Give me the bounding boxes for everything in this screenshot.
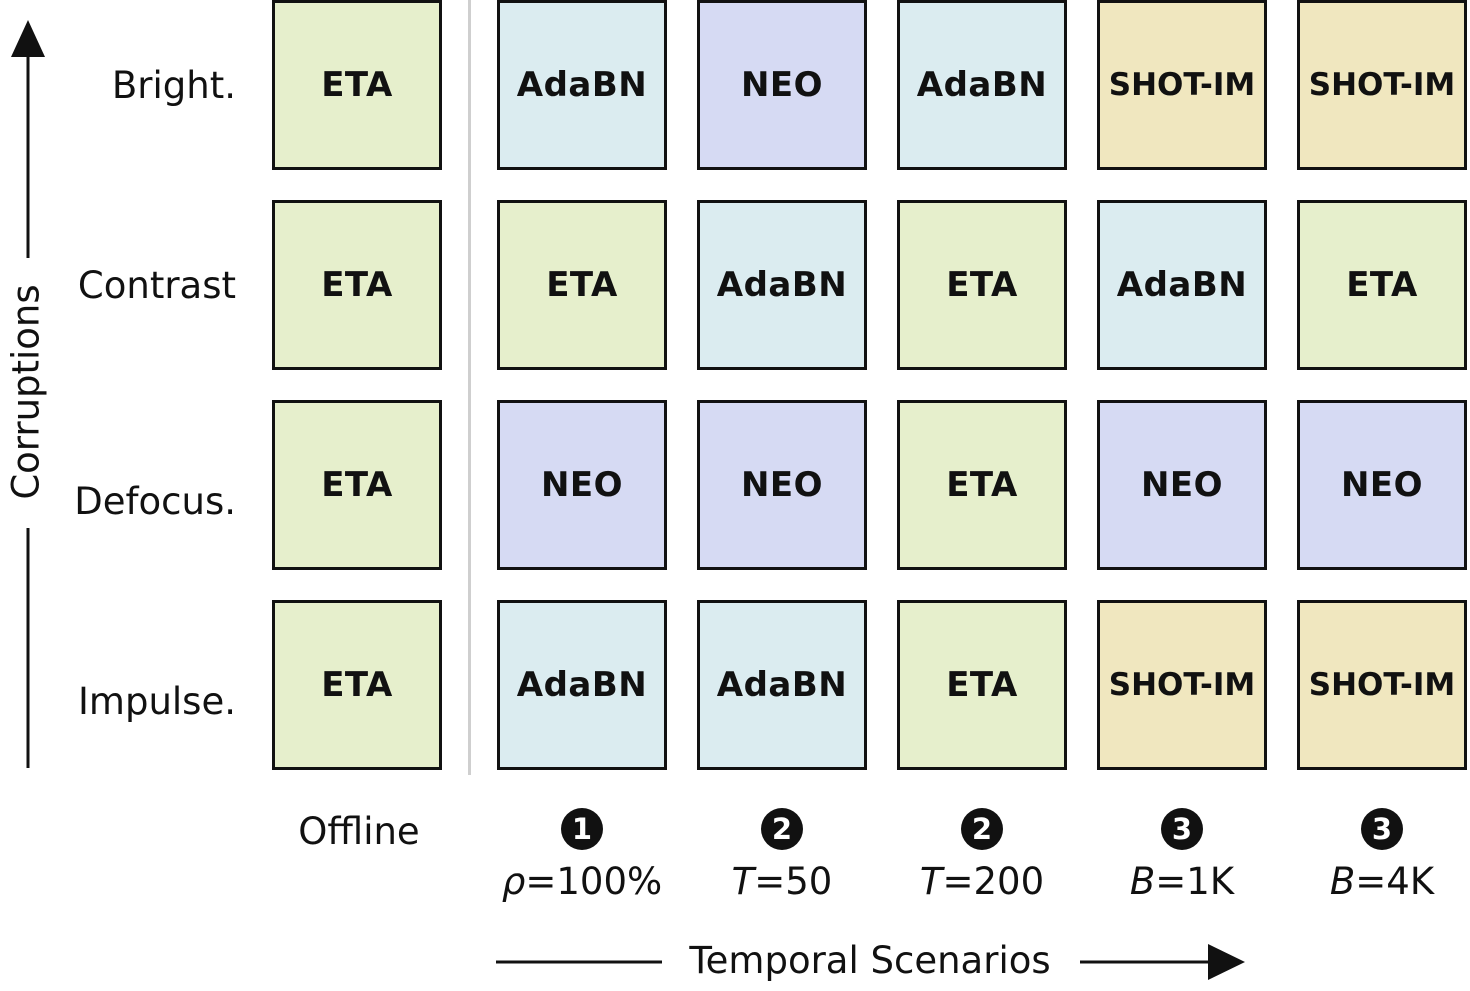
method-label: AdaBN [1116, 265, 1248, 305]
method-label: AdaBN [516, 65, 648, 105]
scenario-badge: 3 [1161, 808, 1203, 850]
method-cell: AdaBN [497, 0, 667, 170]
method-label: ETA [321, 465, 393, 505]
parameter-variable: ρ [501, 860, 526, 903]
method-label: ETA [1346, 265, 1418, 305]
scenario-badge: 2 [961, 808, 1003, 850]
method-label: AdaBN [716, 265, 848, 305]
scenario-parameter: T=50 [682, 860, 882, 904]
parameter-value: =200 [942, 860, 1045, 903]
scenario-parameter: ρ=100% [482, 860, 682, 904]
method-cell: ETA [272, 0, 442, 170]
method-label: NEO [740, 65, 824, 105]
method-cell: SHOT-IM [1097, 600, 1267, 770]
method-label: SHOT-IM [1308, 67, 1456, 103]
parameter-value: =1K [1155, 860, 1235, 903]
method-cell: ETA [272, 400, 442, 570]
offline-column-label: Offline [298, 810, 420, 853]
method-label: ETA [946, 265, 1018, 305]
y-axis-title: Corruptions [4, 284, 48, 500]
method-label: ETA [321, 265, 393, 305]
method-cell: AdaBN [697, 600, 867, 770]
method-label: SHOT-IM [1108, 667, 1256, 703]
method-cell: SHOT-IM [1097, 0, 1267, 170]
method-cell: NEO [697, 400, 867, 570]
method-cell: ETA [272, 600, 442, 770]
row-label: Bright. [111, 64, 236, 107]
row-label: Defocus. [74, 480, 236, 523]
method-cell: NEO [497, 400, 667, 570]
method-label: AdaBN [916, 65, 1048, 105]
parameter-variable: B [1329, 860, 1356, 903]
method-label: NEO [1140, 465, 1224, 505]
offline-divider [468, 0, 471, 775]
method-cell: AdaBN [497, 600, 667, 770]
method-cell: AdaBN [897, 0, 1067, 170]
method-label: NEO [540, 465, 624, 505]
method-cell: NEO [697, 0, 867, 170]
method-cell: ETA [1297, 200, 1467, 370]
parameter-value: =4K [1355, 860, 1435, 903]
parameter-variable: T [919, 860, 943, 903]
method-cell: SHOT-IM [1297, 600, 1467, 770]
method-cell: AdaBN [1097, 200, 1267, 370]
method-label: ETA [946, 465, 1018, 505]
method-label: ETA [321, 65, 393, 105]
method-cell: ETA [497, 200, 667, 370]
method-label: SHOT-IM [1308, 667, 1456, 703]
scenario-badge-glyph: 3 [1171, 812, 1193, 846]
parameter-value: =100% [525, 860, 663, 903]
method-cell: AdaBN [697, 200, 867, 370]
method-cell: ETA [897, 400, 1067, 570]
method-label: ETA [321, 665, 393, 705]
scenario-badge-glyph: 3 [1371, 812, 1393, 846]
method-label: AdaBN [716, 665, 848, 705]
method-cell: NEO [1097, 400, 1267, 570]
row-label: Contrast [77, 264, 236, 307]
scenario-parameter: T=200 [882, 860, 1082, 904]
method-label: NEO [1340, 465, 1424, 505]
method-label: ETA [946, 665, 1018, 705]
scenario-badge-glyph: 1 [571, 812, 593, 846]
scenario-parameter: B=1K [1082, 860, 1282, 904]
scenario-badge-glyph: 2 [971, 812, 993, 846]
method-cell: ETA [272, 200, 442, 370]
scenario-badge: 1 [561, 808, 603, 850]
parameter-variable: T [731, 860, 755, 903]
scenario-parameter: B=4K [1282, 860, 1470, 904]
method-label: SHOT-IM [1108, 67, 1256, 103]
method-cell: SHOT-IM [1297, 0, 1467, 170]
row-label: Impulse. [78, 680, 236, 723]
scenario-badge: 3 [1361, 808, 1403, 850]
method-label: AdaBN [516, 665, 648, 705]
scenario-badge-glyph: 2 [771, 812, 793, 846]
parameter-variable: B [1129, 860, 1156, 903]
method-cell: NEO [1297, 400, 1467, 570]
method-label: ETA [546, 265, 618, 305]
scenario-badge: 2 [761, 808, 803, 850]
x-axis-title: Temporal Scenarios [689, 939, 1051, 982]
method-label: NEO [740, 465, 824, 505]
method-cell: ETA [897, 200, 1067, 370]
parameter-value: =50 [754, 860, 833, 903]
method-cell: ETA [897, 600, 1067, 770]
